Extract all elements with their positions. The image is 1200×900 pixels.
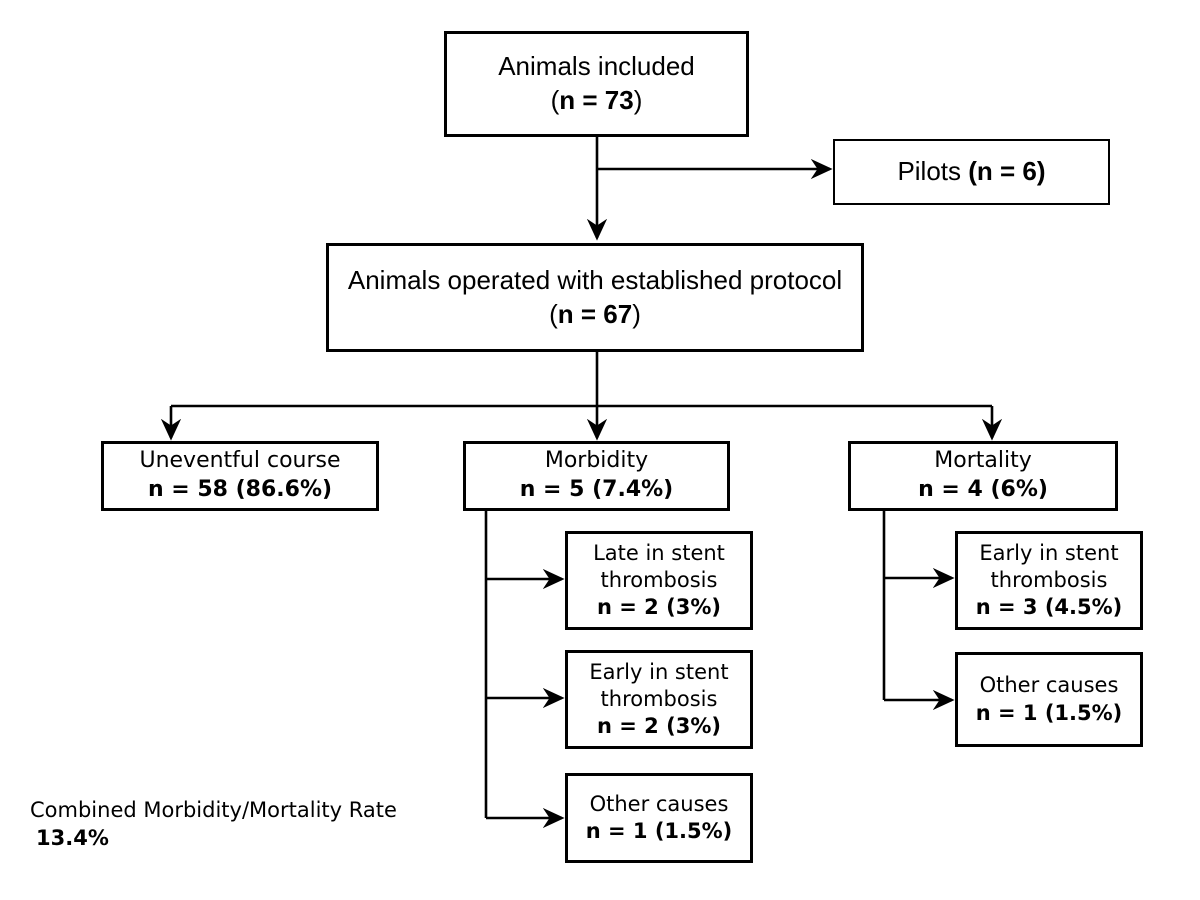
- node-mortality-early-line2: thrombosis: [990, 567, 1108, 592]
- node-morbidity-late-count: n = 2 (3%): [597, 595, 721, 620]
- node-pilots[interactable]: Pilots (n = 6): [833, 139, 1110, 205]
- node-animals-included[interactable]: Animals included (n = 73): [444, 31, 749, 137]
- node-animals-operated-title: Animals operated with established protoc…: [347, 264, 843, 295]
- node-animals-included-count: (n = 73): [550, 85, 643, 115]
- node-mortality[interactable]: Mortality n = 4 (6%): [848, 441, 1118, 511]
- combined-rate-value: 13.4%: [36, 826, 109, 851]
- node-morbidity-other-causes[interactable]: Other causes n = 1 (1.5%): [565, 773, 753, 863]
- node-morbidity-late-line1: Late in stent: [593, 540, 725, 565]
- node-pilots-label: Pilots (n = 6): [897, 156, 1046, 187]
- node-morbidity-other-title: Other causes: [589, 791, 729, 816]
- node-uneventful-course-count: n = 58 (86.6%): [147, 477, 333, 502]
- node-morbidity-late-in-stent-thrombosis[interactable]: Late in stent thrombosis n = 2 (3%): [565, 531, 753, 630]
- node-morbidity-early-line2: thrombosis: [600, 686, 718, 711]
- node-morbidity-late-line2: thrombosis: [600, 567, 718, 592]
- node-mortality-other-count: n = 1 (1.5%): [975, 700, 1123, 725]
- node-morbidity-early-count: n = 2 (3%): [597, 714, 721, 739]
- node-uneventful-course-title: Uneventful course: [139, 448, 341, 474]
- node-morbidity-early-line1: Early in stent: [589, 659, 729, 684]
- node-mortality-count: n = 4 (6%): [918, 477, 1048, 502]
- node-morbidity[interactable]: Morbidity n = 5 (7.4%): [463, 441, 730, 511]
- node-morbidity-title: Morbidity: [544, 448, 649, 474]
- node-mortality-other-title: Other causes: [979, 673, 1119, 698]
- node-morbidity-early-in-stent-thrombosis[interactable]: Early in stent thrombosis n = 2 (3%): [565, 650, 753, 749]
- node-mortality-early-in-stent-thrombosis[interactable]: Early in stent thrombosis n = 3 (4.5%): [955, 531, 1143, 630]
- node-uneventful-course[interactable]: Uneventful course n = 58 (86.6%): [101, 441, 379, 511]
- node-mortality-early-count: n = 3 (4.5%): [975, 595, 1123, 620]
- node-mortality-early-line1: Early in stent: [979, 540, 1119, 565]
- node-morbidity-other-count: n = 1 (1.5%): [585, 819, 733, 843]
- node-mortality-other-causes[interactable]: Other causes n = 1 (1.5%): [955, 652, 1143, 747]
- combined-rate-label: Combined Morbidity/Mortality Rate: [30, 798, 397, 822]
- combined-rate-annotation: Combined Morbidity/Mortality Rate 13.4%: [30, 796, 397, 853]
- node-animals-included-title: Animals included: [498, 51, 695, 82]
- node-animals-operated[interactable]: Animals operated with established protoc…: [326, 243, 864, 352]
- node-mortality-title: Mortality: [934, 448, 1032, 474]
- node-morbidity-count: n = 5 (7.4%): [519, 477, 674, 502]
- node-animals-operated-count: (n = 67): [549, 298, 641, 329]
